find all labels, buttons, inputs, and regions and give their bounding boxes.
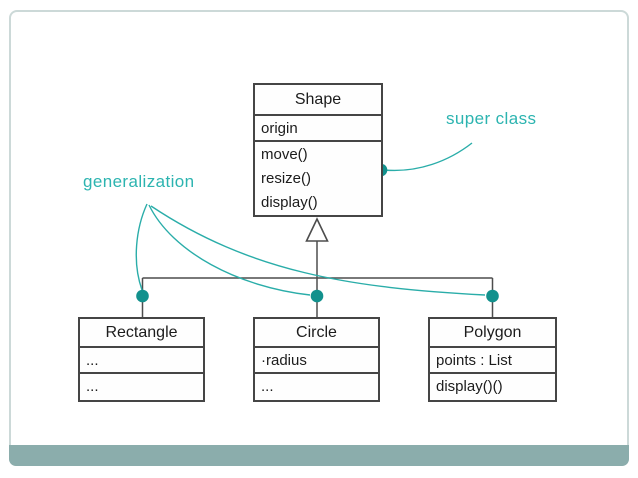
super-class-label: super class — [446, 109, 537, 128]
class-methods: ... — [255, 374, 378, 400]
method: ... — [86, 378, 99, 395]
class-box-polygon: Polygon points : List display()() — [428, 317, 557, 402]
footer-bar — [9, 445, 629, 466]
class-attributes: ·radius — [255, 348, 378, 374]
method: display() — [261, 194, 318, 211]
method: resize() — [261, 170, 312, 187]
class-box-shape: Shape origin move() resize() display() — [253, 83, 383, 217]
class-name: Circle — [255, 319, 378, 348]
attribute: points : List — [436, 352, 512, 369]
attribute: ... — [86, 352, 99, 369]
attribute: ·radius — [261, 352, 307, 369]
class-methods: display()() — [430, 374, 555, 400]
class-name: Polygon — [430, 319, 555, 348]
class-methods: move() resize() display() — [255, 142, 381, 215]
class-name: Rectangle — [80, 319, 203, 348]
class-attributes: points : List — [430, 348, 555, 374]
class-box-rectangle: Rectangle ... ... — [78, 317, 205, 402]
class-box-circle: Circle ·radius ... — [253, 317, 380, 402]
generalization-label: generalization — [83, 172, 195, 191]
class-name: Shape — [255, 85, 381, 116]
attribute: origin — [261, 120, 298, 137]
method: display()() — [436, 378, 503, 395]
method: move() — [261, 146, 308, 163]
method: ... — [261, 378, 274, 395]
class-methods: ... — [80, 374, 203, 400]
class-attributes: origin — [255, 116, 381, 142]
class-attributes: ... — [80, 348, 203, 374]
